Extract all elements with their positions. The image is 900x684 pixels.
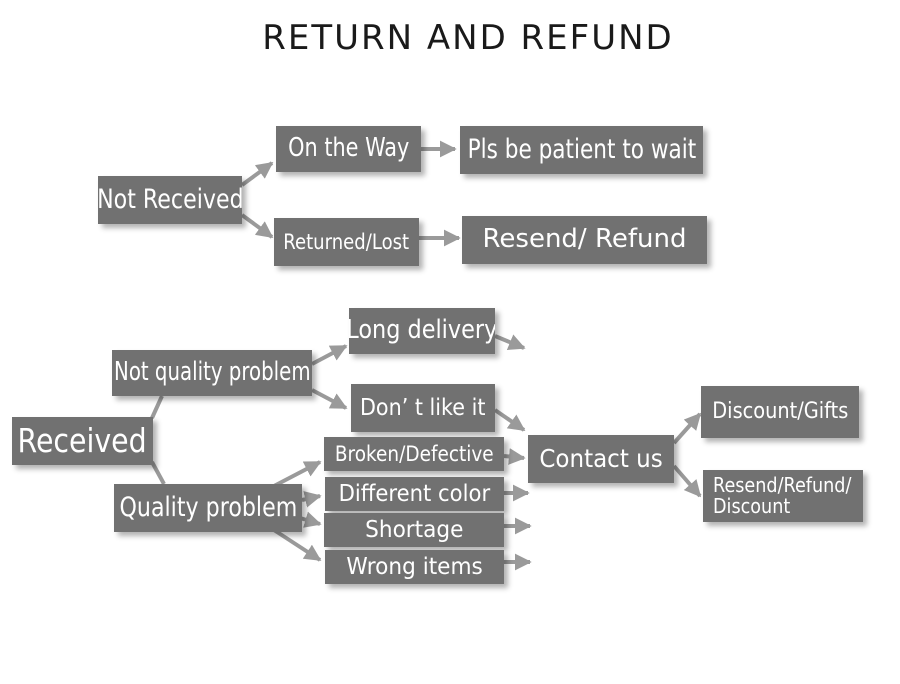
- node-not-received: Not Received: [98, 176, 242, 224]
- arrow-quality-to-wrong-items: [272, 528, 322, 562]
- node-label: Quality problem: [119, 491, 297, 523]
- node-not-quality-problem: Not quality problem: [112, 350, 312, 396]
- node-resend-refund: Resend/ Refund: [462, 216, 707, 264]
- arrow-not-quality-to-dont-like: [311, 388, 348, 410]
- node-label-line-1: Resend/Refund/: [713, 473, 852, 497]
- node-received: Received: [12, 417, 153, 465]
- arrow-dont-like-to-contact: [493, 408, 526, 432]
- node-quality-problem: Quality problem: [114, 484, 302, 532]
- node-label: Different color: [338, 480, 491, 507]
- node-resend-refund-discount: Resend/Refund/ Discount: [703, 470, 863, 522]
- arrow-contact-to-discount-gifts: [672, 412, 702, 445]
- node-label: Pls be patient to wait: [467, 133, 696, 165]
- arrow-not-quality-to-long-delivery: [311, 344, 348, 366]
- arrow-broken-to-contact: [503, 448, 526, 465]
- node-label: Contact us: [539, 443, 663, 473]
- node-returned-lost: Returned/Lost: [274, 218, 419, 266]
- node-discount-gifts: Discount/Gifts: [701, 386, 859, 438]
- node-label-line-2: Discount: [713, 494, 791, 518]
- node-pls-be-patient: Pls be patient to wait: [460, 126, 703, 174]
- node-label: On the Way: [287, 133, 410, 164]
- node-broken-defective: Broken/Defective: [324, 437, 504, 471]
- node-contact-us: Contact us: [528, 435, 674, 483]
- node-long-delivery: Long delivery: [349, 308, 495, 354]
- node-dont-like-it: Don’ t like it: [351, 384, 495, 432]
- node-label: Don’ t like it: [360, 394, 486, 421]
- node-label: Broken/Defective: [334, 441, 494, 466]
- link-received-to-quality: [150, 461, 166, 485]
- node-label: Shortage: [364, 516, 464, 543]
- node-label: Wrong items: [346, 553, 483, 580]
- link-received-to-not-quality: [150, 395, 164, 419]
- node-label: Not quality problem: [113, 357, 311, 388]
- node-label: Resend/ Refund: [482, 224, 687, 255]
- arrow-quality-to-different-color: [301, 491, 322, 508]
- node-label: Discount/Gifts: [711, 399, 849, 425]
- node-label: Received: [17, 420, 148, 460]
- arrow-quality-to-broken: [273, 460, 322, 488]
- arrow-long-delivery-out: [494, 334, 526, 350]
- arrow-not-received-to-on-the-way: [240, 161, 274, 187]
- node-label: Returned/Lost: [283, 229, 410, 254]
- node-shortage: Shortage: [324, 513, 504, 547]
- node-label: Long delivery: [349, 315, 495, 346]
- page-title: RETURN AND REFUND: [262, 18, 674, 58]
- node-different-color: Different color: [325, 477, 504, 511]
- node-on-the-way: On the Way: [276, 126, 421, 172]
- node-label: Not Received: [98, 183, 242, 215]
- arrow-quality-to-shortage: [299, 511, 322, 528]
- node-wrong-items: Wrong items: [325, 550, 504, 584]
- arrow-contact-to-resend-refund-discount: [672, 464, 702, 498]
- arrow-not-received-to-returned-lost: [240, 213, 274, 239]
